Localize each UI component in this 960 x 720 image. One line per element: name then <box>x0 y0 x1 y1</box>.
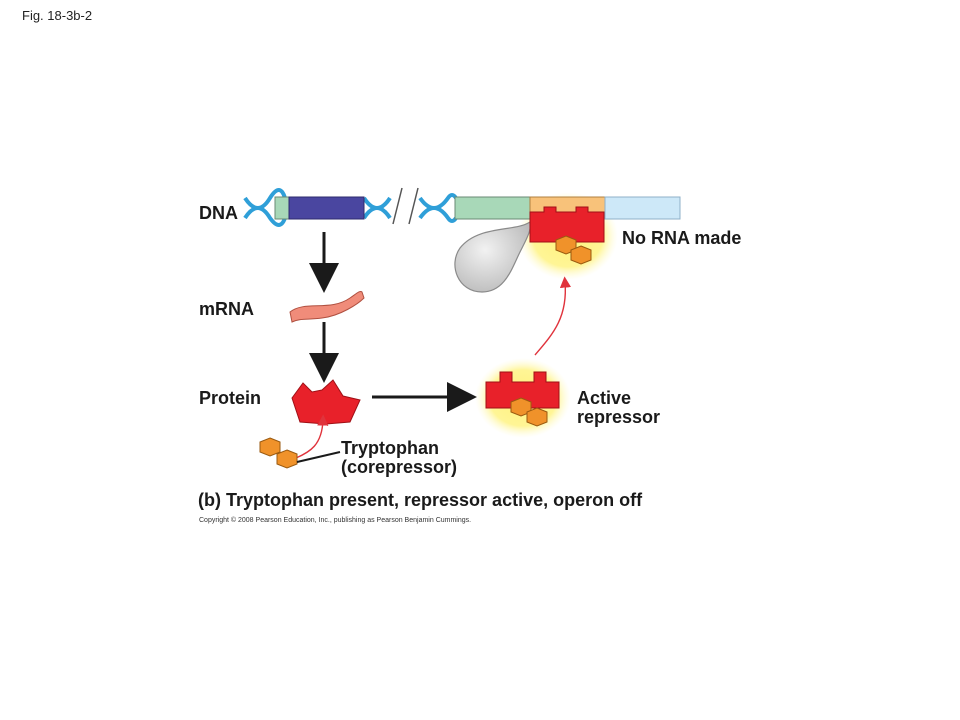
arrow-active-to-operator <box>534 276 572 356</box>
dna-segment-green-left <box>274 196 290 220</box>
free-tryptophan <box>259 437 298 469</box>
no-rna-label: No RNA made <box>622 228 742 248</box>
active-repressor-label-line2: repressor <box>577 407 661 427</box>
mrna-strand <box>289 291 365 323</box>
dna-label: DNA <box>199 203 238 223</box>
free-tryptophan-2 <box>276 449 298 469</box>
active-tryptophan-1 <box>510 397 532 417</box>
dna-helix-left <box>243 188 287 227</box>
tryptophan-label-line2: (corepressor) <box>341 457 458 477</box>
figure-caption: (b) Tryptophan present, repressor active… <box>198 490 643 510</box>
dna-helix-middle <box>362 193 458 223</box>
active-repressor <box>485 371 560 427</box>
downstream-genes <box>604 196 681 220</box>
rna-polymerase <box>454 221 531 293</box>
regulatory-gene <box>288 196 365 220</box>
dna-break-mark <box>392 187 419 225</box>
copyright-notice: Copyright © 2008 Pearson Education, Inc.… <box>199 517 472 524</box>
free-tryptophan-1 <box>259 437 281 457</box>
tryptophan-label-line1: Tryptophan <box>341 438 439 458</box>
active-tryptophan-2 <box>526 407 548 427</box>
bound-tryptophan-2 <box>570 245 592 265</box>
bound-repressor <box>529 206 605 265</box>
arrow-tryptophan-to-repressor <box>295 414 329 459</box>
promoter <box>454 196 531 220</box>
active-repressor-label-line1: Active <box>577 388 632 408</box>
protein-label: Protein <box>199 388 262 408</box>
tryptophan-leader-line <box>296 451 341 463</box>
figure-label: Fig. 18-3b-2 <box>22 8 93 23</box>
mrna-label: mRNA <box>199 299 255 319</box>
inactive-repressor <box>291 379 361 425</box>
